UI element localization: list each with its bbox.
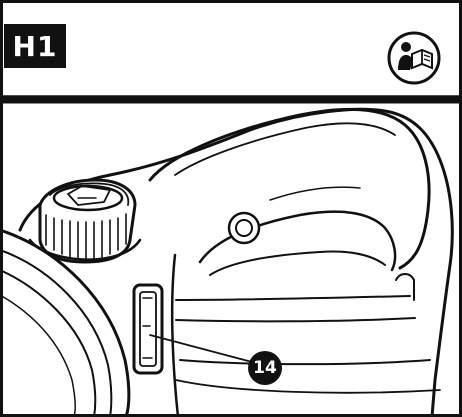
callout-leader-line xyxy=(149,334,253,363)
callout-number-14: 14 xyxy=(249,352,281,384)
carry-handle xyxy=(148,107,431,270)
step-badge: H1 xyxy=(4,24,66,68)
pump-body xyxy=(18,107,454,417)
product-drawing xyxy=(0,107,454,417)
step-label: H1 xyxy=(12,29,58,63)
callout-number: 14 xyxy=(253,358,277,378)
filler-cap xyxy=(28,178,142,264)
callout-circle xyxy=(248,351,282,385)
read-manual-icon xyxy=(387,31,441,85)
level-indicator-window xyxy=(132,283,164,375)
